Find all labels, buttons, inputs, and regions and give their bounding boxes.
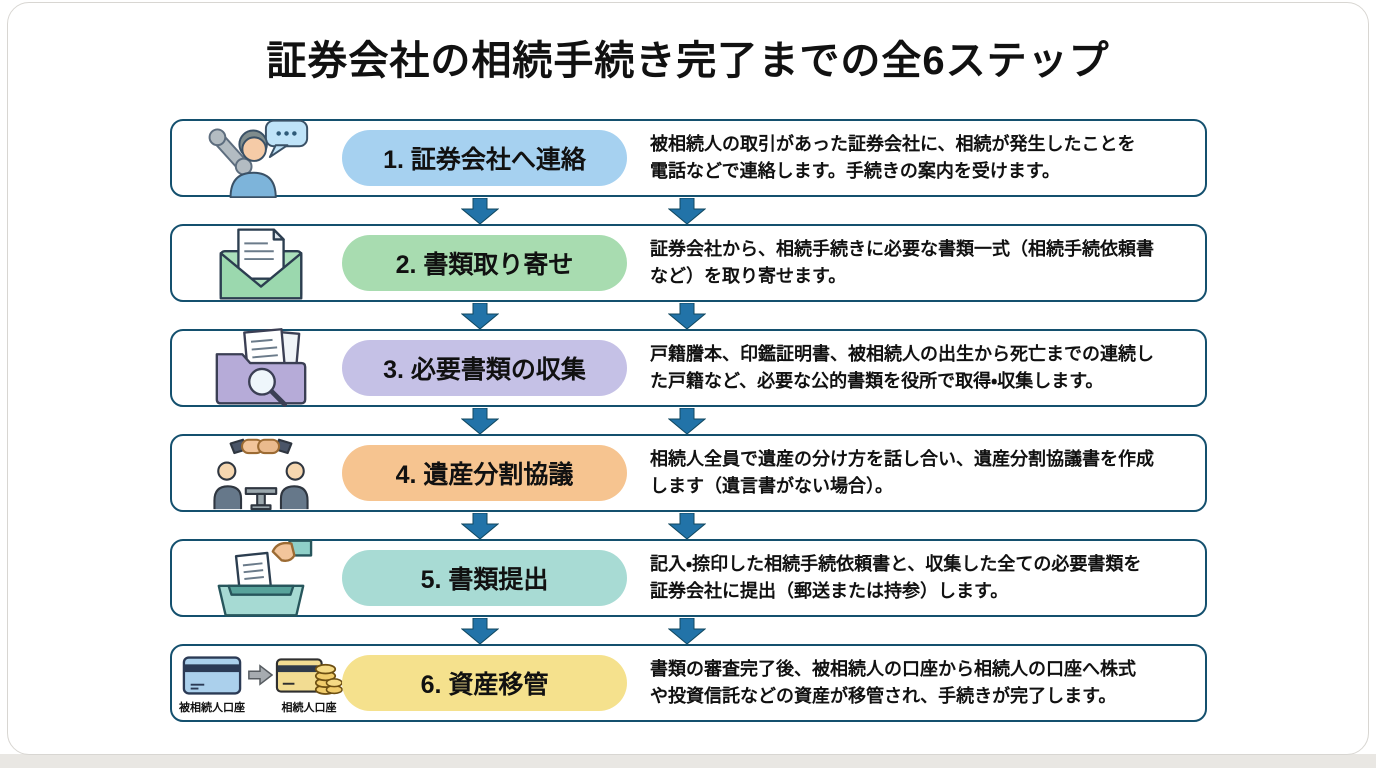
step-description-3: 戸籍謄本、印鑑証明書、被相続人の出生から死亡までの連続し た戸籍など、必要な公的…	[650, 344, 1154, 391]
envelope-documents-icon	[186, 223, 336, 303]
blue-card-icon	[182, 655, 242, 695]
deceased-account-label: 被相続人口座	[179, 701, 245, 714]
arrow-row-4	[170, 512, 1207, 539]
down-arrow-icon	[461, 618, 499, 644]
right-arrow-icon	[248, 663, 273, 686]
step-pill-4: 4. 遺産分割協議	[342, 445, 627, 501]
step-card-6: 被相続人口座	[170, 644, 1207, 722]
step-card-3: 3. 必要書類の収集 戸籍謄本、印鑑証明書、被相続人の出生から死亡までの連続し …	[170, 328, 1207, 408]
step-description-5: 記入・捺印した相続手続依頼書と、収集した全ての必要書類を 証券会社に提出（郵送ま…	[650, 554, 1142, 601]
down-arrow-icon	[668, 303, 706, 329]
down-arrow-icon	[668, 513, 706, 539]
step-label-2: 2. 書類取り寄せ	[395, 251, 574, 279]
down-arrow-icon	[461, 198, 499, 224]
heir-account-card: 相続人口座	[275, 652, 343, 715]
down-arrow-icon	[668, 618, 706, 644]
step-pill-1: 1. 証券会社へ連絡	[342, 130, 627, 186]
step-description-6: 書類の審査完了後、被相続人の口座から相続人の口座へ株式 や投資信託などの資産が移…	[650, 659, 1136, 706]
page-background-strip	[0, 754, 1376, 768]
step-pill-2: 2. 書類取り寄せ	[342, 235, 627, 291]
arrow-row-2	[170, 302, 1207, 329]
folder-search-icon	[186, 328, 336, 408]
down-arrow-icon	[461, 408, 499, 434]
step-card-2: 2. 書類取り寄せ 証券会社から、相続手続きに必要な書類一式（相続手続依頼書 な…	[170, 224, 1207, 302]
step-pill-3: 3. 必要書類の収集	[342, 340, 627, 396]
arrow-row-3	[170, 407, 1207, 434]
asset-transfer-icon: 被相続人口座	[179, 652, 343, 715]
step-label-6: 6. 資産移管	[420, 671, 549, 699]
step-label-3: 3. 必要書類の収集	[383, 356, 586, 384]
yellow-card-coins-icon	[275, 657, 343, 695]
phone-contact-icon	[186, 118, 336, 198]
step-description-1: 被相続人の取引があった証券会社に、相続が発生したことを 電話などで連絡します。手…	[650, 134, 1136, 181]
steps-flow: 1. 証券会社へ連絡 被相続人の取引があった証券会社に、相続が発生したことを 電…	[170, 119, 1207, 722]
arrow-row-1	[170, 197, 1207, 224]
down-arrow-icon	[668, 408, 706, 434]
step-card-4: 4. 遺産分割協議 相続人全員で遺産の分け方を話し合い、遺産分割協議書を作成 し…	[170, 434, 1207, 512]
page-title: 証券会社の相続手続き完了までの全6ステップ	[266, 39, 1110, 83]
step-card-1: 1. 証券会社へ連絡 被相続人の取引があった証券会社に、相続が発生したことを 電…	[170, 118, 1207, 198]
submit-tray-icon	[186, 538, 336, 618]
step-description-4: 相続人全員で遺産の分け方を話し合い、遺産分割協議書を作成 します（遺言書がない場…	[650, 449, 1154, 496]
down-arrow-icon	[461, 303, 499, 329]
step-label-4: 4. 遺産分割協議	[395, 461, 574, 489]
handshake-discussion-icon	[186, 433, 336, 513]
arrow-row-5	[170, 617, 1207, 644]
heir-account-label: 相続人口座	[281, 701, 337, 714]
down-arrow-icon	[668, 198, 706, 224]
down-arrow-icon	[461, 513, 499, 539]
step-description-2: 証券会社から、相続手続きに必要な書類一式（相続手続依頼書 など）を取り寄せます。	[650, 239, 1154, 286]
step-pill-5: 5. 書類提出	[342, 550, 627, 606]
step-pill-6: 6. 資産移管	[342, 655, 627, 711]
step-label-5: 5. 書類提出	[420, 566, 549, 594]
step-card-5: 5. 書類提出 記入・捺印した相続手続依頼書と、収集した全ての必要書類を 証券会…	[170, 539, 1207, 617]
deceased-account-card: 被相続人口座	[179, 652, 245, 715]
step-label-1: 1. 証券会社へ連絡	[383, 146, 586, 174]
